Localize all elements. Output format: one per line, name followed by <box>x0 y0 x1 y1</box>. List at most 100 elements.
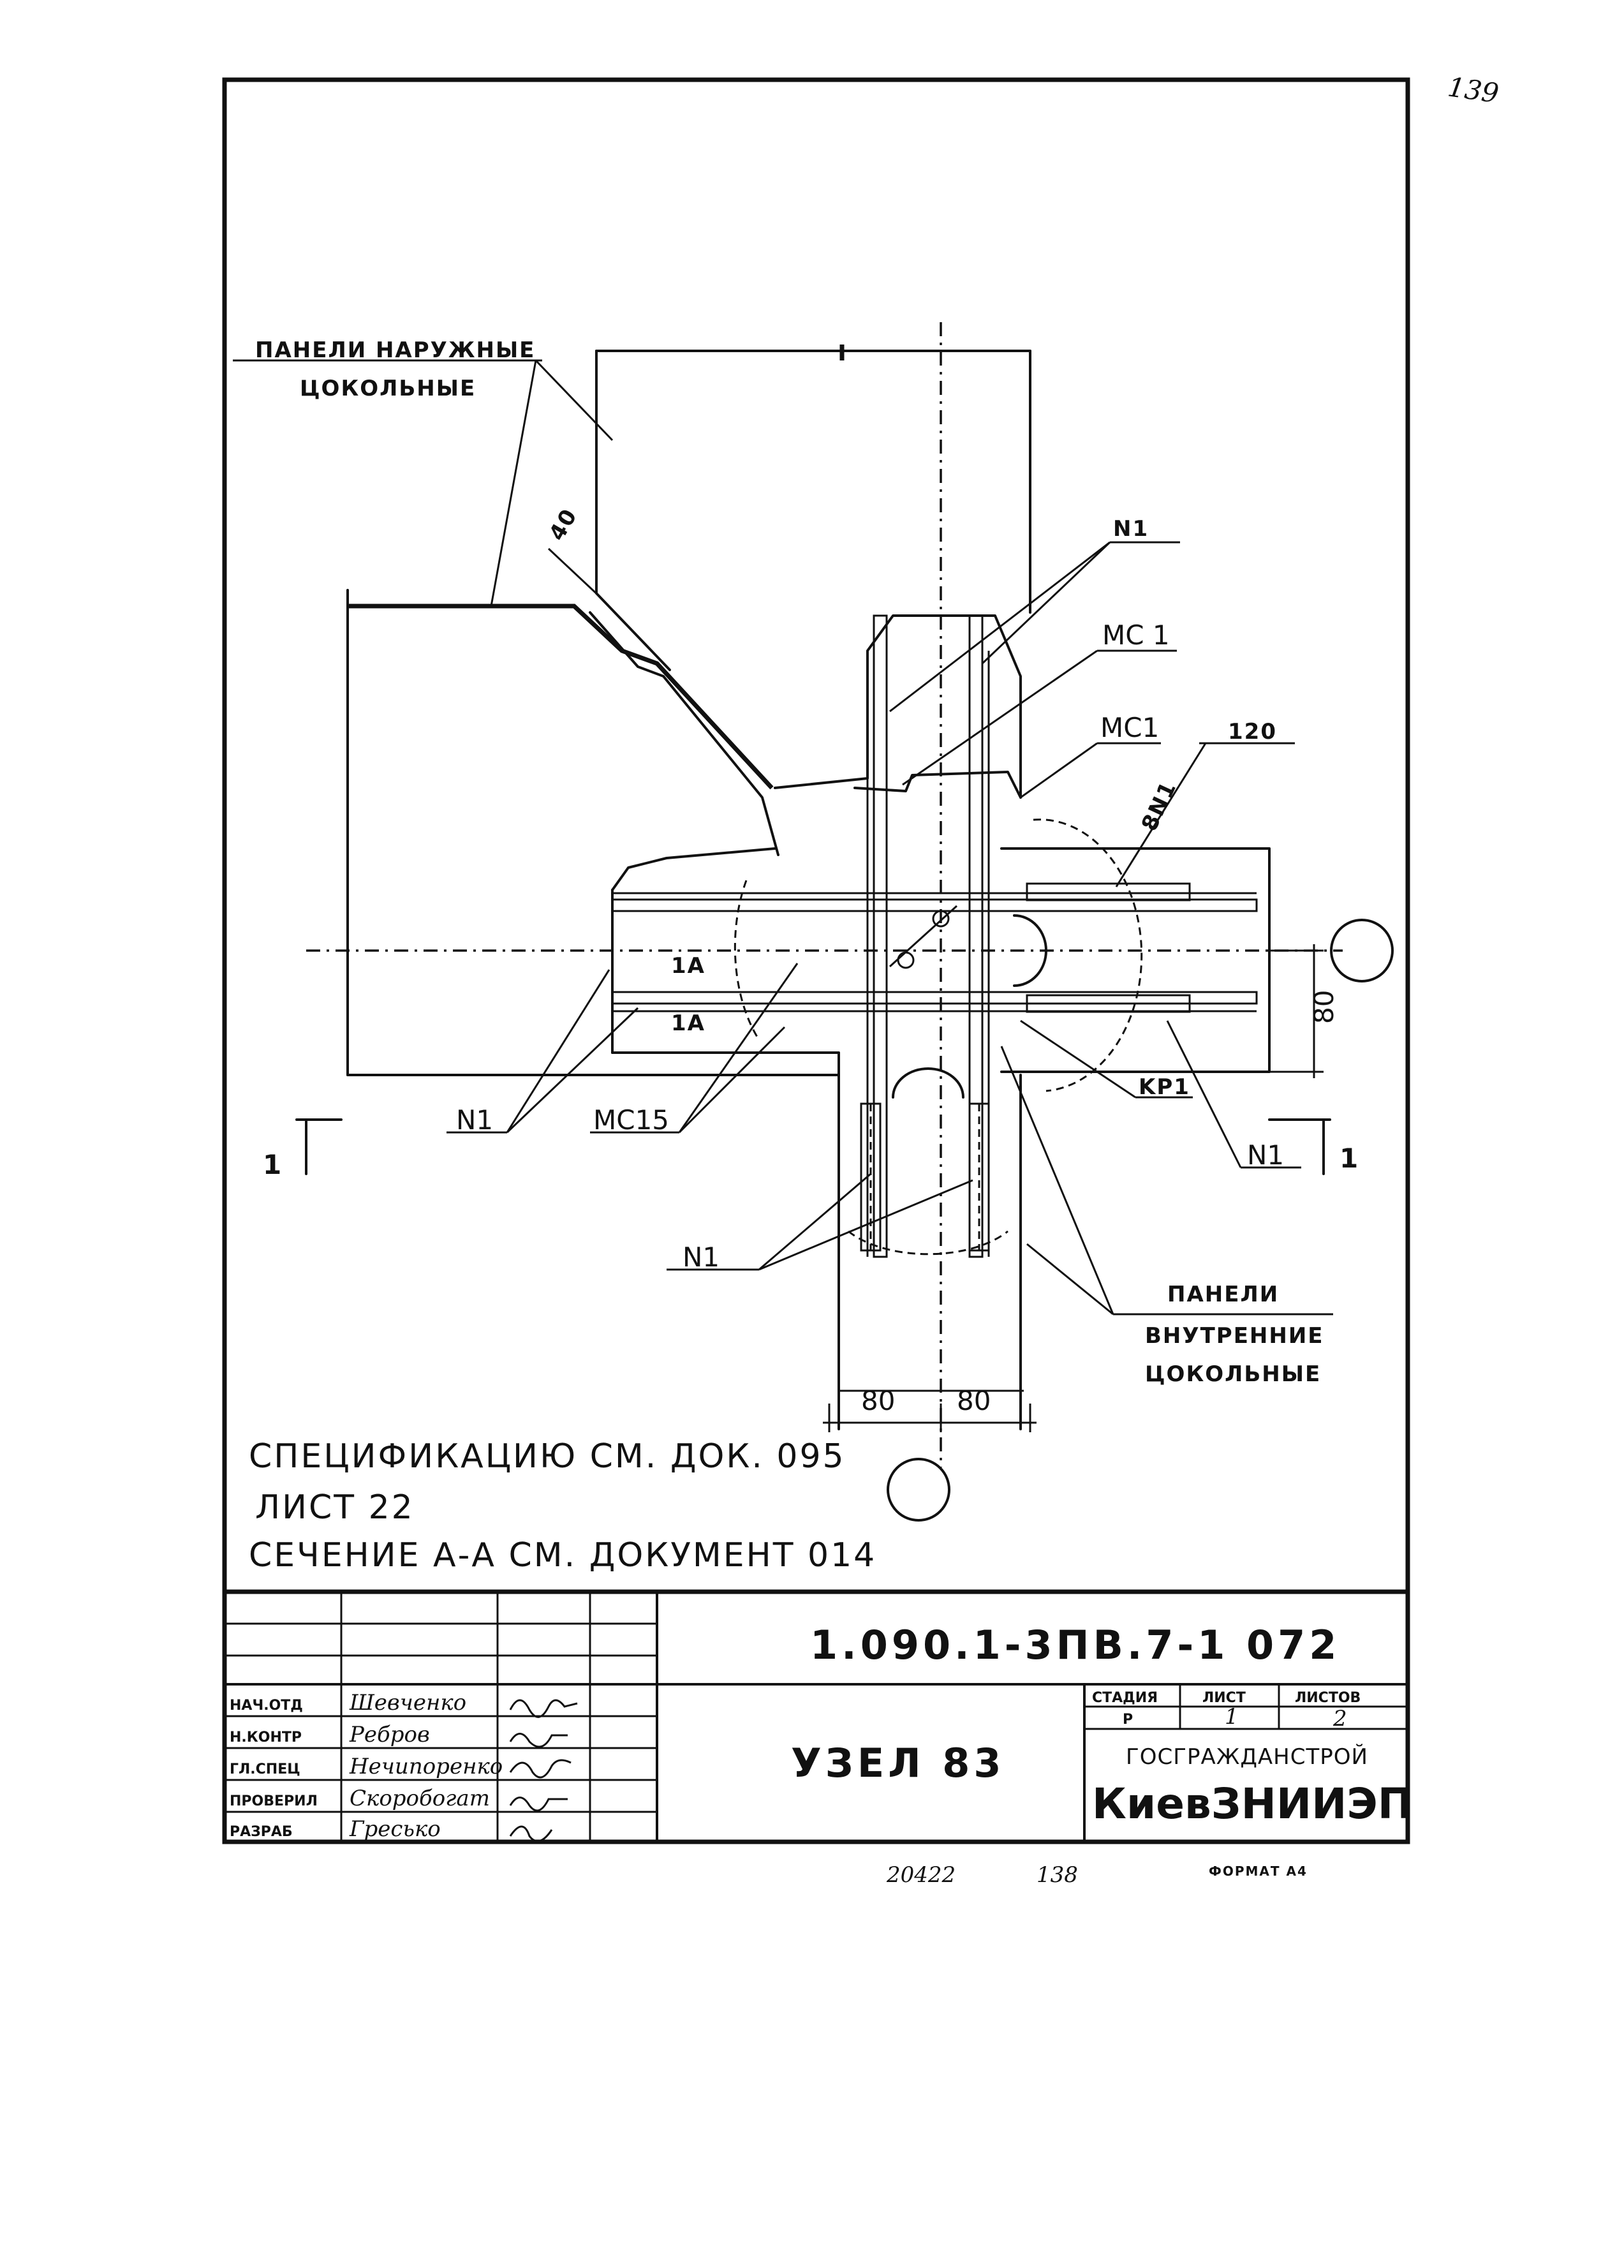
leader-n1-top-1 <box>889 541 1111 713</box>
label-inner-panels-3: ЦОКОЛЬНЫЕ <box>1145 1361 1321 1387</box>
outer-panel-slope-top <box>348 604 774 790</box>
leader-mc15-1 <box>678 963 799 1133</box>
node-drawing: 80 80 80 40 1 1 1A 1A ПАНЕЛИ НАРУЖНЫЕ ЦО… <box>233 322 1394 1522</box>
joint-block-left-top <box>611 847 776 891</box>
stage-value: Р <box>1123 1712 1133 1728</box>
corner-number: 139 <box>1446 71 1501 109</box>
label-kp1: KP1 <box>1139 1074 1190 1100</box>
leader-mc1-a <box>902 649 1098 786</box>
notes: СПЕЦИФИКАЦИЮ СМ. ДОК. 095 ЛИСТ 22 СЕЧЕНИ… <box>249 1437 876 1575</box>
drawing-title: УЗЕЛ 83 <box>791 1740 1005 1786</box>
label-outer-panels-2: ЦОКОЛЬНЫЕ <box>300 376 476 401</box>
diagonal-connector <box>889 905 958 968</box>
anchor-plate-mc1 <box>853 771 1022 799</box>
sheet-header: ЛИСТ <box>1202 1690 1246 1706</box>
section-a-label-2: 1A <box>671 1011 705 1036</box>
signature-3 <box>509 1759 572 1779</box>
leader-outer-panels-1 <box>490 360 537 607</box>
leader-n1-left-1 <box>506 969 610 1133</box>
dim-80-right-text: 80 <box>1308 990 1340 1024</box>
signature-5 <box>509 1825 553 1842</box>
leader-n1-right <box>1166 1020 1242 1168</box>
joint-block-upper <box>774 614 1022 799</box>
leader-mc15-2 <box>678 1026 786 1134</box>
name-4: Скоробогат <box>350 1786 490 1811</box>
connector-circle-1 <box>897 951 915 969</box>
loop-arc-left <box>734 880 760 1041</box>
leader-n1-left-2 <box>506 1007 639 1134</box>
signature-4 <box>509 1797 568 1812</box>
role-2: Н.КОНТР <box>230 1730 302 1745</box>
joint-block-lower-left <box>611 1051 840 1367</box>
rebar-bottom-right <box>968 1102 990 1252</box>
label-120: 120 <box>1228 719 1277 745</box>
label-n1-bottom: N1 <box>683 1241 720 1273</box>
title-block: НАЧ.ОТД Шевченко Н.КОНТР Ребров ГЛ.СПЕЦ … <box>223 1589 1413 1843</box>
loop-arc-bottom <box>848 1230 1008 1256</box>
rod-vertical-right <box>968 614 984 1258</box>
org-line-2: КиевЗНИИЭП <box>1092 1779 1413 1828</box>
stage-header: СТАДИЯ <box>1092 1690 1158 1706</box>
name-2: Ребров <box>349 1722 430 1747</box>
label-n1-top: N1 <box>1113 516 1149 542</box>
inner-panel-right <box>1000 847 1271 1073</box>
outer-panel-slope-bottom <box>589 611 779 856</box>
label-n1-right: N1 <box>1247 1139 1284 1171</box>
org-line-1: ГОСГРАЖДАНСТРОЙ <box>1126 1744 1368 1770</box>
leader-120 <box>1115 743 1207 887</box>
loop-bottom <box>892 1067 964 1099</box>
signature-1 <box>509 1699 578 1718</box>
label-inner-panels-2: ВНУТРЕННИЕ <box>1145 1323 1324 1349</box>
leader-n1-top-2 <box>981 541 1111 665</box>
label-mc15: MC15 <box>593 1104 669 1136</box>
label-8n1: 8N1 <box>1137 777 1182 835</box>
rod-lower <box>611 991 1258 1005</box>
outer-panel-top-left-edge <box>595 350 671 671</box>
rod-vertical-left <box>873 614 888 1258</box>
rebar-right-upper <box>1026 882 1191 901</box>
role-3: ГЛ.СПЕЦ <box>230 1761 300 1777</box>
leader-n1-bottom-1 <box>758 1173 871 1271</box>
dim-80-right-bottom-text: 80 <box>957 1385 991 1416</box>
page-number: 138 <box>1037 1862 1078 1888</box>
leader-kp1 <box>1020 1019 1136 1099</box>
sheets-header: ЛИСТОВ <box>1295 1690 1361 1706</box>
leader-inner-panels-2 <box>1026 1243 1114 1316</box>
dim-40-line <box>547 547 601 598</box>
name-1: Шевченко <box>349 1690 466 1716</box>
connector-circle-2 <box>932 910 950 928</box>
format-label: ФОРМАТ А4 <box>1209 1864 1308 1879</box>
document-code: 1.090.1-3ПВ.7-1 072 <box>810 1622 1340 1668</box>
axis-marker-right <box>1330 919 1394 982</box>
dim-40-text: 40 <box>544 504 582 545</box>
note-line-2: ЛИСТ 22 <box>255 1488 415 1527</box>
leader-n1-bottom-2 <box>758 1179 973 1271</box>
footer: 20422 138 ФОРМАТ А4 <box>886 1862 1308 1888</box>
section-mark-right-text: 1 <box>1340 1143 1358 1174</box>
sheet-frame <box>222 77 1410 1844</box>
rebar-bottom-left <box>860 1102 882 1252</box>
leader-outer-panels-2 <box>535 359 614 441</box>
loop-right <box>1013 914 1047 987</box>
inventory-number: 20422 <box>886 1862 956 1888</box>
rod-upper <box>611 898 1258 912</box>
label-n1-left: N1 <box>456 1104 493 1136</box>
section-mark-left-text: 1 <box>263 1149 281 1180</box>
sheet-value: 1 <box>1225 1704 1239 1730</box>
note-line-3: СЕЧЕНИЕ А-А СМ. ДОКУМЕНТ 014 <box>249 1536 876 1575</box>
sheets-value: 2 <box>1332 1706 1347 1731</box>
label-mc1-a: MC 1 <box>1102 619 1170 651</box>
section-a-label-1: 1A <box>671 953 705 979</box>
note-line-1: СПЕЦИФИКАЦИЮ СМ. ДОК. 095 <box>249 1437 846 1476</box>
loop-arc-right <box>1033 819 1143 1092</box>
label-outer-panels-1: ПАНЕЛИ НАРУЖНЫЕ <box>255 337 535 363</box>
axis-marker-bottom <box>887 1458 950 1522</box>
role-4: ПРОВЕРИЛ <box>230 1793 318 1809</box>
signature-2 <box>509 1733 568 1748</box>
name-3: Нечипоренко <box>349 1754 503 1779</box>
label-mc1-b: MC1 <box>1100 712 1159 743</box>
role-5: РАЗРАБ <box>230 1824 293 1840</box>
role-1: НАЧ.ОТД <box>230 1698 303 1714</box>
rebar-right-lower <box>1026 994 1191 1013</box>
